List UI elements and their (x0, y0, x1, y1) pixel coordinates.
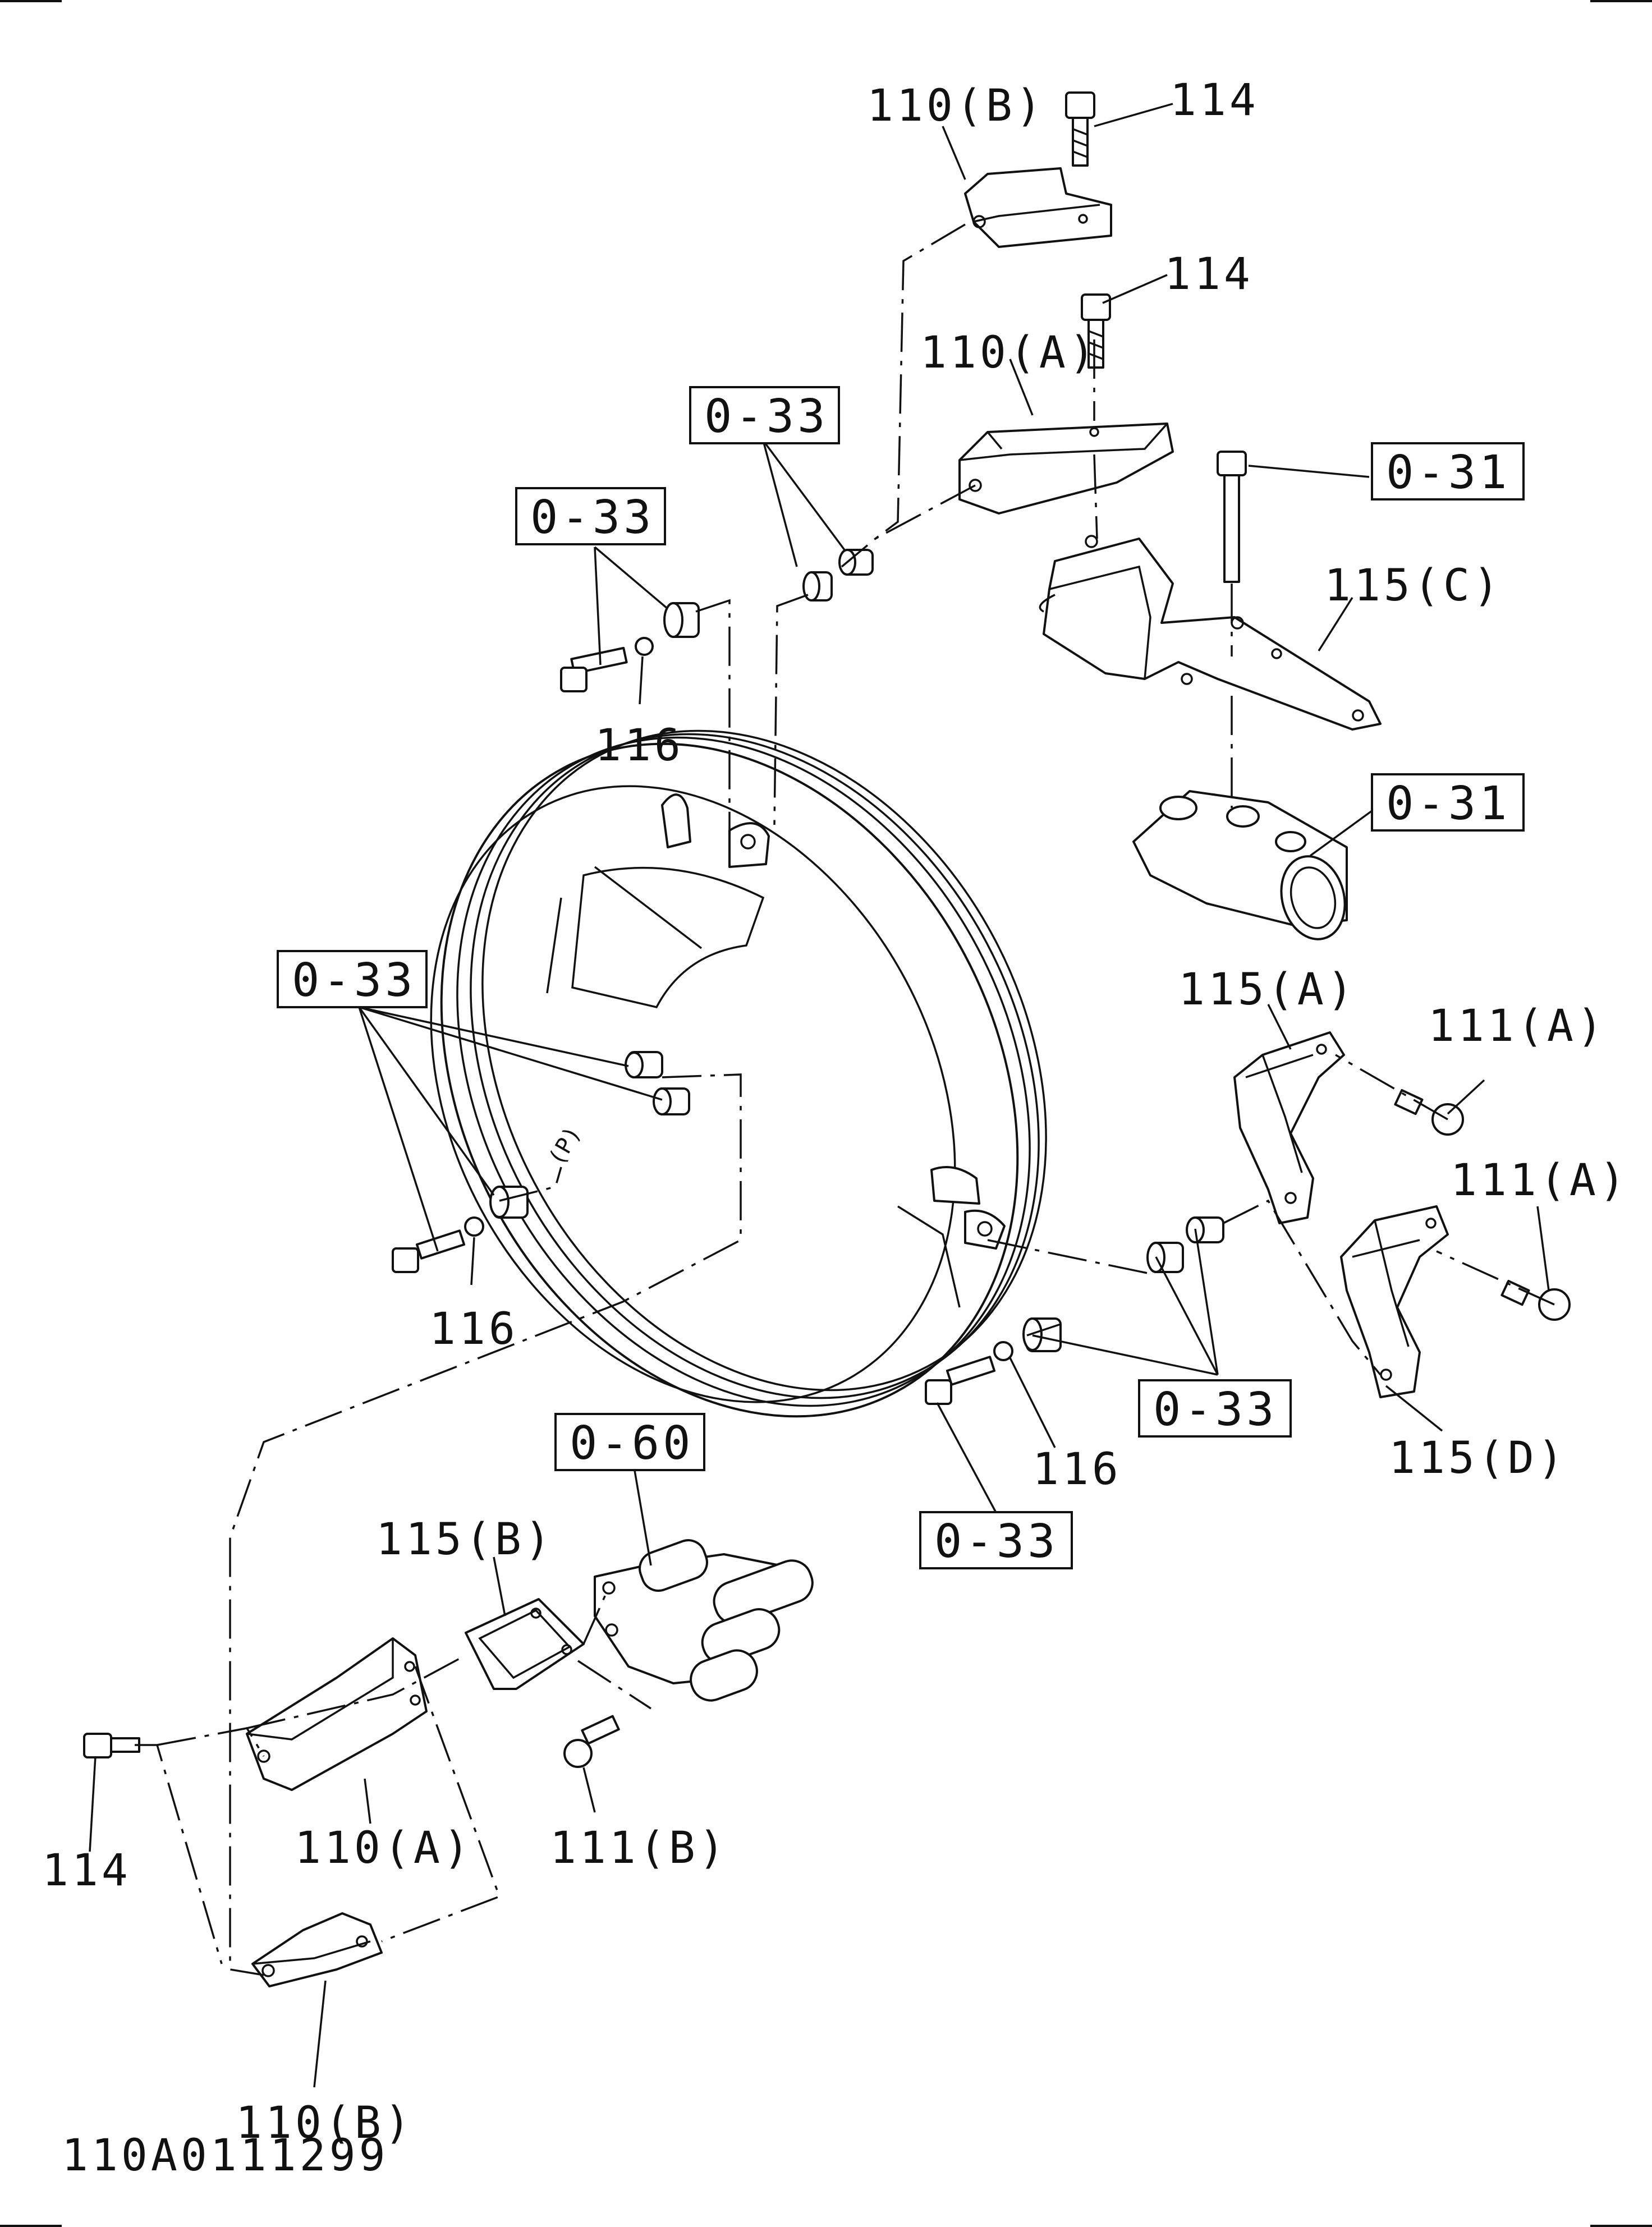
label-110a-bottom: 110(A) (295, 1823, 473, 1874)
gasket-115b (465, 1598, 585, 1690)
bolt-0-31 (1217, 451, 1247, 583)
ref-box-0-60: 0-60 (570, 1417, 694, 1470)
fan-shroud: (P) (430, 729, 1047, 1418)
bracket-115d (1340, 1205, 1449, 1398)
label-114-mid: 114 (1164, 249, 1254, 300)
label-116-right: 116 (1032, 1444, 1122, 1495)
bolt-114-mid (1081, 293, 1111, 369)
ref-box-0-33-c: 0-33 (292, 954, 416, 1007)
bracket-110b-top (964, 167, 1112, 248)
label-110b-top: 110(B) (867, 81, 1045, 131)
label-114-bottom: 114 (42, 1845, 131, 1896)
label-111a-1: 111(A) (1428, 1001, 1607, 1051)
bracket-115a (1233, 1031, 1345, 1224)
label-116-left: 116 (429, 1304, 518, 1354)
ref-box-0-31-a: 0-31 (1386, 446, 1510, 499)
center-lines (135, 223, 1555, 1976)
water-pump-body (594, 1539, 814, 1702)
drawing-id: 110A0111299 (62, 2130, 389, 2181)
ref-box-0-33-e: 0-33 (934, 1515, 1058, 1568)
thermostat-housing (1132, 790, 1348, 940)
bracket-115c (1039, 535, 1382, 731)
bushing-mid-left (392, 1051, 690, 1273)
bracket-110a-bottom (246, 1637, 428, 1791)
label-110b-bottom: 110(B) (236, 2098, 414, 2148)
bolt-111a-2 (1500, 1279, 1571, 1321)
ref-box-0-33-b: 0-33 (530, 491, 654, 544)
bushings (392, 549, 1224, 1405)
part-labels: 110(B) 114 114 110(A) 115(C) 116 115(A) … (42, 75, 1629, 2148)
ref-box-0-31-b: 0-31 (1386, 777, 1510, 830)
label-111a-2: 111(A) (1451, 1155, 1629, 1206)
label-115b: 115(B) (376, 1514, 554, 1565)
label-114-top: 114 (1170, 75, 1259, 126)
label-116-upper: 116 (595, 720, 684, 771)
leader-lines (89, 103, 1550, 2088)
bracket-110a-top (958, 423, 1174, 515)
bolt-111b (563, 1715, 620, 1768)
bolt-114-bottom (83, 1733, 140, 1758)
ref-box-0-33-a: 0-33 (704, 390, 828, 443)
bolt-114-top (1065, 91, 1095, 167)
label-115a: 115(A) (1178, 965, 1357, 1015)
reference-boxes: 0-33 0-33 0-31 0-31 0-33 0-33 0-60 0-33 (277, 386, 1525, 1569)
bolt-111a-1 (1394, 1089, 1464, 1136)
bushing-upper-pair (802, 549, 874, 601)
bracket-110b-bottom (251, 1912, 383, 1987)
label-115c: 115(C) (1324, 561, 1503, 611)
label-115d: 115(D) (1389, 1433, 1567, 1484)
ref-box-0-33-d: 0-33 (1153, 1383, 1277, 1436)
bushing-upper-left (560, 602, 700, 692)
bushing-right (925, 1216, 1224, 1405)
label-111b: 111(B) (550, 1823, 728, 1874)
label-110a-top: 110(A) (920, 328, 1099, 378)
